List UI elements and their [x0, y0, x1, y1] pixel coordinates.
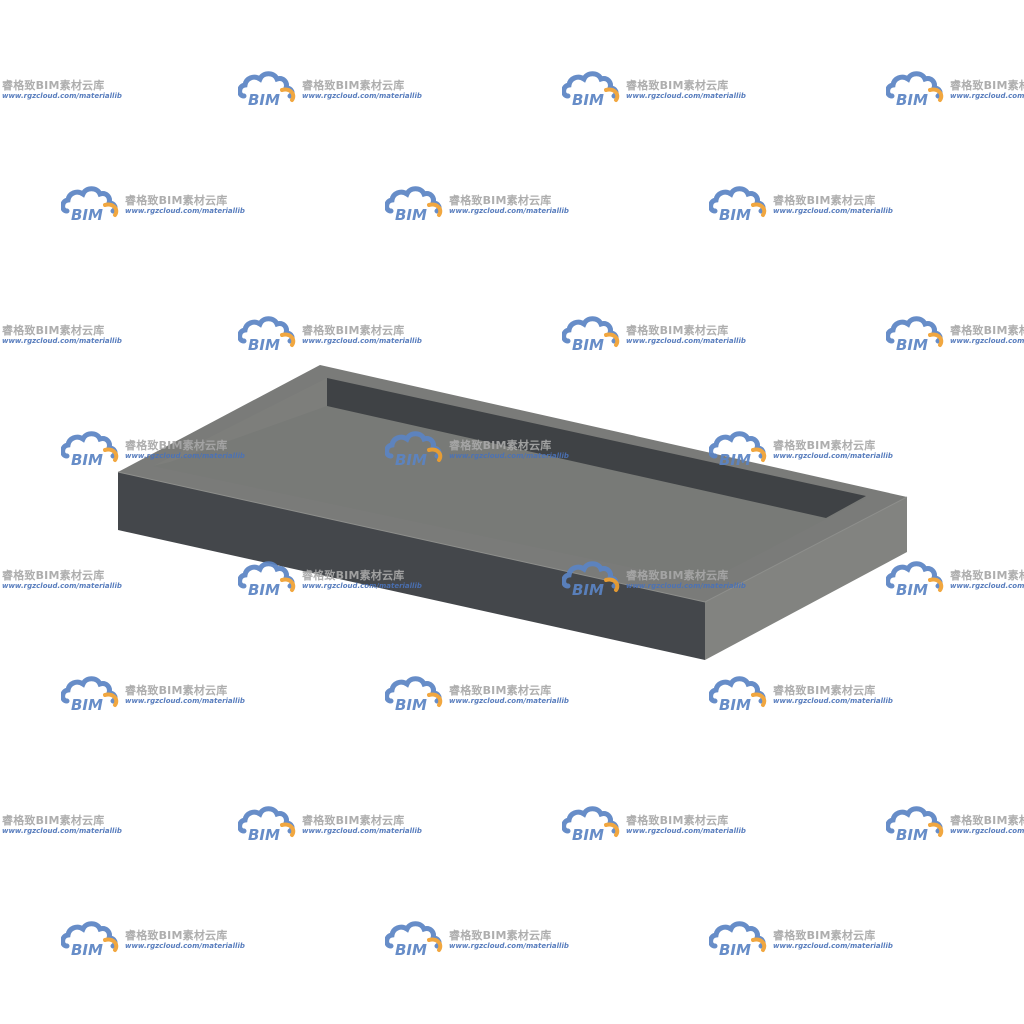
tray-inner-floor [153, 380, 866, 583]
tray-front-face [118, 472, 705, 660]
tray-right-face [705, 497, 907, 660]
tray-edge-highlight [117, 471, 908, 603]
tray-inner-left-wall [153, 378, 327, 466]
tray-inner-back-wall [327, 378, 866, 518]
